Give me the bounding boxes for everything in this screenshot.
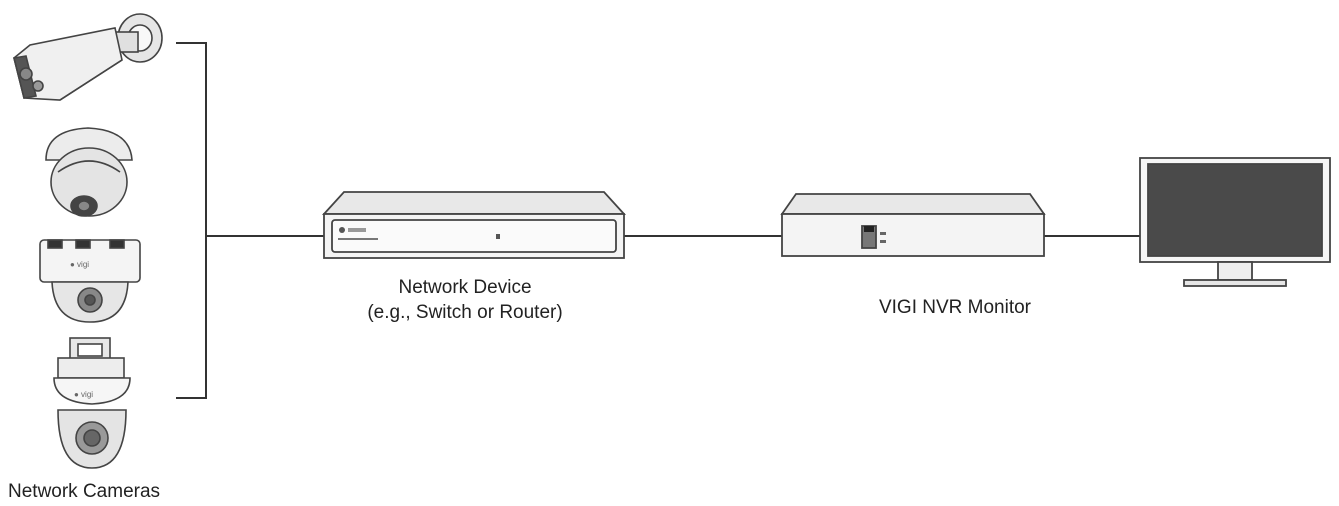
connection-lines: [176, 42, 1140, 399]
network-device-label: Network Device (e.g., Switch or Router): [330, 275, 600, 325]
network-device-label-line2: (e.g., Switch or Router): [367, 302, 563, 323]
svg-text:● vigi: ● vigi: [74, 390, 93, 399]
dome-camera-icon: ● vigi: [39, 239, 141, 323]
ptz-camera-icon: ● vigi: [53, 337, 131, 469]
bullet-camera-icon: [13, 13, 163, 101]
monitor-icon: [1139, 157, 1331, 287]
switch-icon: [321, 191, 627, 259]
nvr-label: VIGI NVR Monitor: [878, 297, 1032, 318]
svg-text:● vigi: ● vigi: [70, 260, 89, 269]
network-cameras-label: Network Cameras: [8, 481, 161, 502]
network-device-label-line1: Network Device: [398, 277, 532, 298]
nvr-icon: [780, 193, 1046, 257]
camera-bracket-line: [176, 42, 207, 399]
turret-camera-icon: [45, 127, 133, 217]
